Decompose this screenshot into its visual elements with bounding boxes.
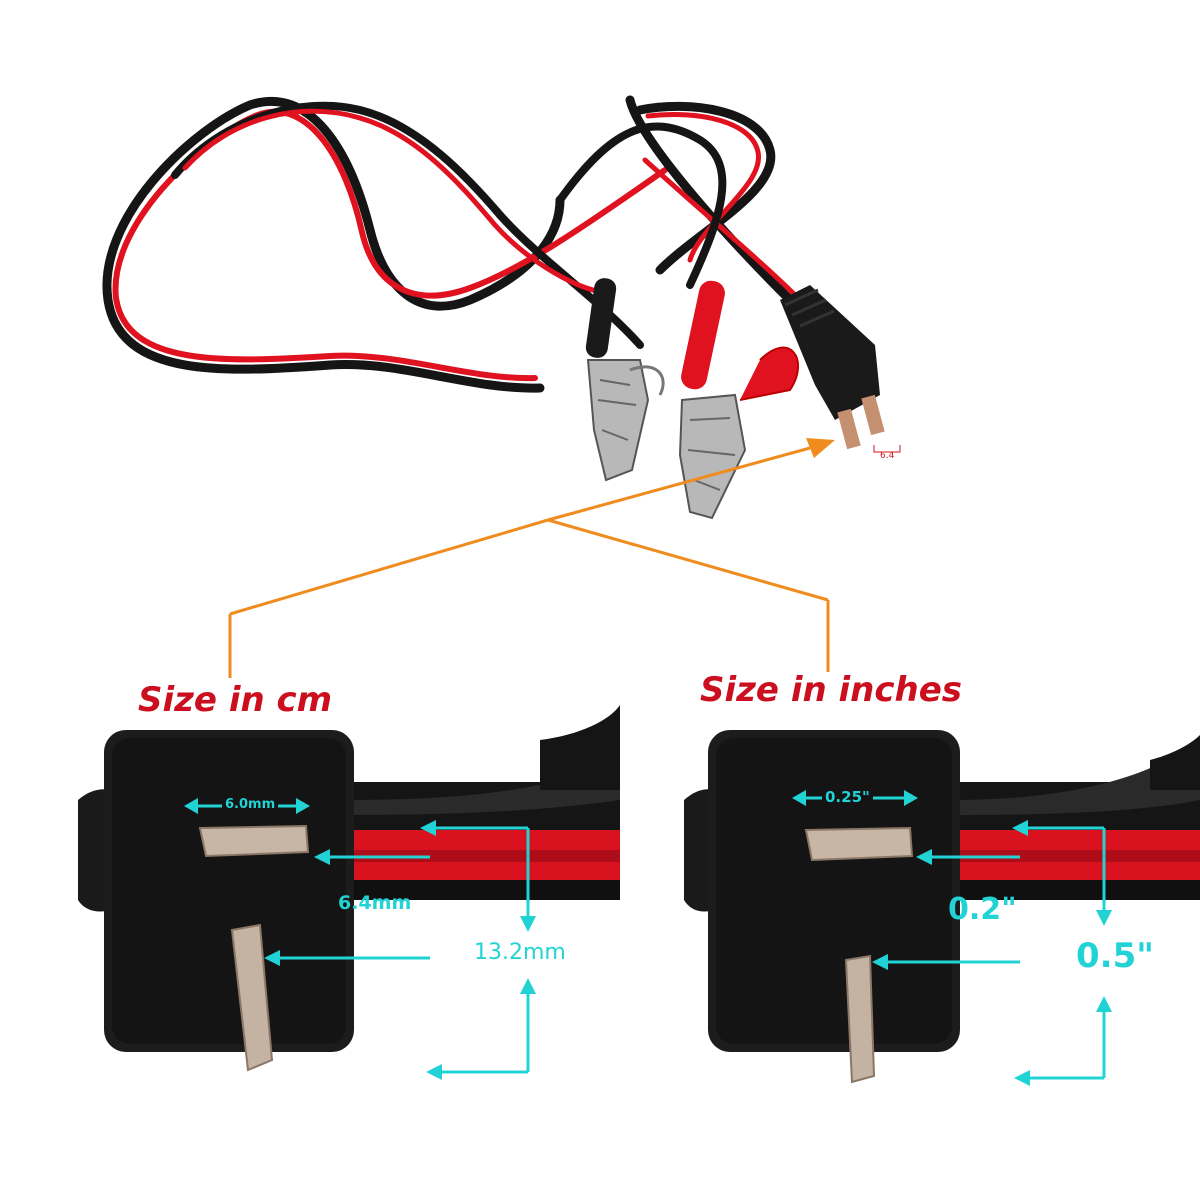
right-total-span-label: 0.5" [1076,936,1154,976]
red-wire-upper [182,108,615,295]
plug [780,285,885,450]
left-dimension-arrows [184,798,536,1080]
left-total-span-label: 13.2mm [474,940,566,965]
flat-blade [804,826,914,862]
red-clip [678,280,800,520]
left-panel-cable [78,705,620,912]
flat-blade [198,824,310,858]
left-pin-offset-label: 6.4mm [338,892,412,914]
left-plug-face [104,730,354,1072]
right-plug-face [708,730,960,1084]
vertical-blade [230,923,274,1072]
right-dimension-arrows [792,790,1112,1086]
right-panel-title: Size in inches [700,670,963,710]
black-wire-long [556,122,727,289]
right-blade-width-label: 0.25" [822,788,873,806]
vertical-blade [844,954,876,1084]
left-blade-width-label: 6.0mm [222,797,279,812]
small-dimension-bracket [873,445,901,453]
right-pin-offset-label: 0.2" [948,892,1017,927]
left-panel-title: Size in cm [138,680,333,720]
leader-lines [228,438,835,678]
small-dimension-mark: 6.4 [880,451,895,461]
leader-arrow-head [806,438,835,458]
black-wire [102,96,565,393]
black-clip [585,278,665,482]
